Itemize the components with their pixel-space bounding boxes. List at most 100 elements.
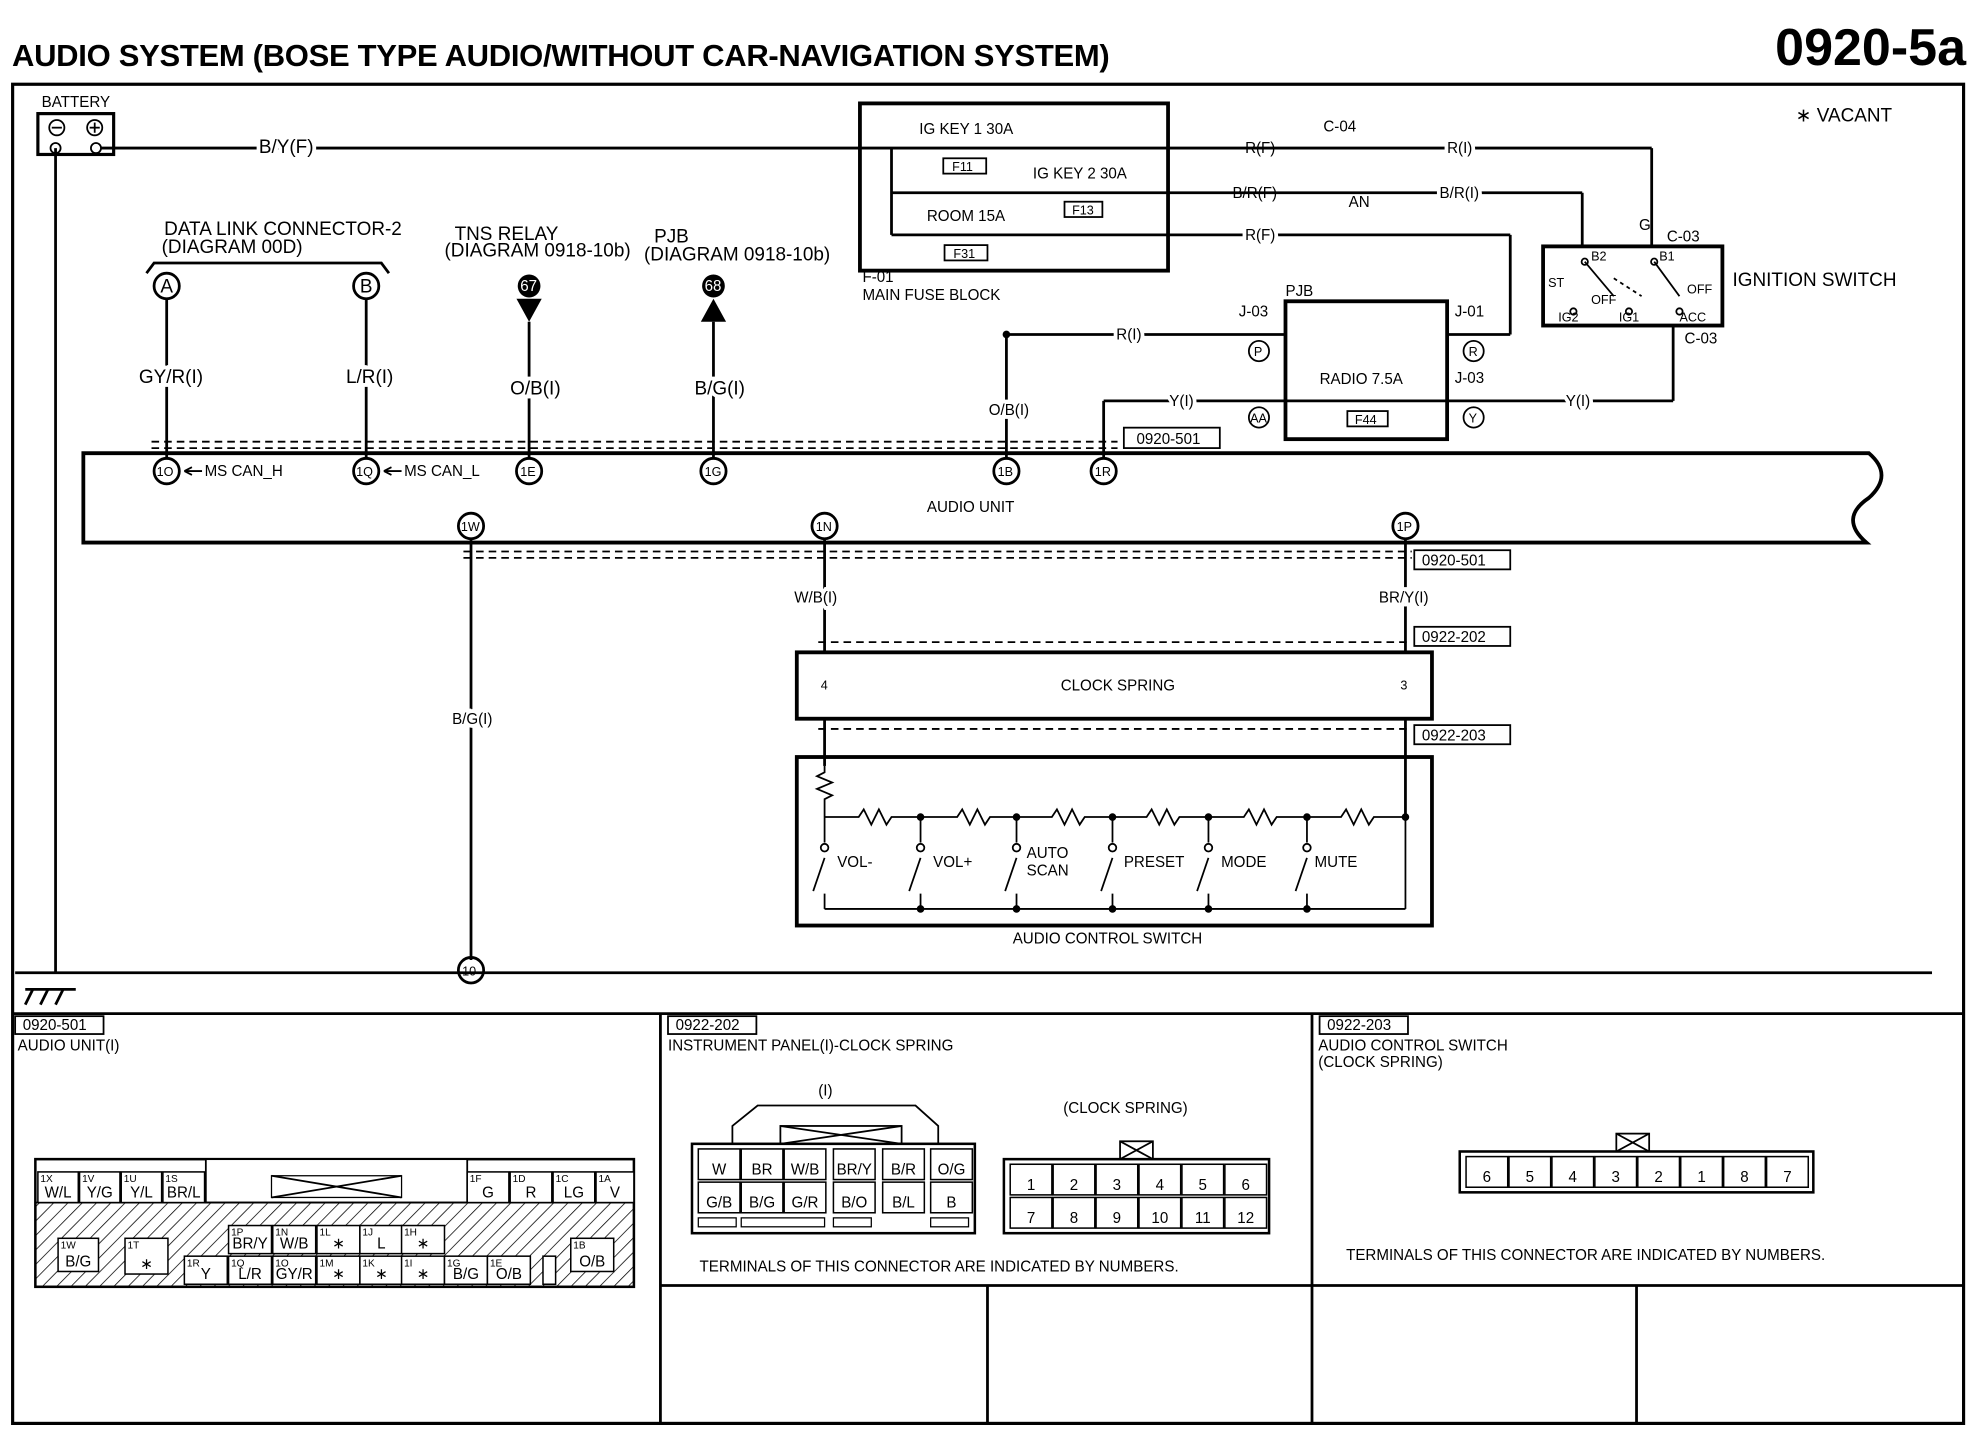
- ign-acc: ACC: [1679, 311, 1706, 325]
- svg-text:1R: 1R: [1095, 465, 1111, 479]
- fuse-f44: F44: [1355, 413, 1377, 427]
- pjb-pin-y: Y: [1469, 411, 1478, 425]
- btn-mute: MUTE: [1315, 854, 1358, 871]
- svg-text:2: 2: [1654, 1169, 1662, 1186]
- svg-text:4: 4: [1569, 1169, 1578, 1186]
- au-pin-1v: 1VY/G: [78, 1171, 121, 1204]
- svg-text:1: 1: [1027, 1177, 1035, 1194]
- ip-pin-bot-3: B/O: [832, 1181, 876, 1214]
- btn-vol-minus: VOL-: [837, 854, 872, 871]
- cs-term-3: 3: [1400, 678, 1407, 692]
- ip-pin-bot-1: B/G: [740, 1181, 784, 1214]
- dlc-sub: (DIAGRAM 00D): [162, 237, 303, 258]
- cs-pin-1: 1: [1009, 1163, 1053, 1196]
- tns-title: TNS RELAY: [455, 224, 559, 245]
- au-pin-1f: 1FG: [466, 1171, 510, 1204]
- svg-text:W: W: [712, 1161, 727, 1178]
- dlc-pin-a: A: [160, 276, 173, 297]
- svg-text:L/R: L/R: [238, 1266, 262, 1283]
- svg-text:G/R: G/R: [792, 1195, 819, 1212]
- audio-control-switch: [794, 755, 1434, 928]
- au-pin-1e: 1EO/B: [486, 1255, 532, 1286]
- panel2-note: TERMINALS OF THIS CONNECTOR ARE INDICATE…: [700, 1258, 1179, 1275]
- svg-text:R: R: [526, 1184, 537, 1201]
- svg-text:G: G: [482, 1184, 494, 1201]
- svg-text:∗: ∗: [375, 1266, 388, 1283]
- pjb-ref-num: 68: [705, 278, 722, 295]
- svg-text:B/G: B/G: [749, 1195, 775, 1212]
- svg-text:1W: 1W: [461, 520, 480, 534]
- pjb-pin-p: P: [1254, 345, 1262, 359]
- cs-pin-6: 6: [1224, 1163, 1268, 1196]
- au-pin-1b: 1BO/B: [570, 1237, 615, 1273]
- au-pin-1q: 1QL/R: [227, 1255, 273, 1286]
- panel2-sub-right: (CLOCK SPRING): [1063, 1100, 1187, 1117]
- ign-label: IGNITION SWITCH: [1733, 270, 1897, 291]
- svg-text:8: 8: [1070, 1210, 1078, 1227]
- ignition-switch: [1541, 244, 1725, 328]
- wire-b-g-pjb: B/G(I): [695, 378, 745, 399]
- svg-text:B/L: B/L: [892, 1195, 915, 1212]
- btn-scan: SCAN: [1027, 863, 1069, 880]
- svg-text:7: 7: [1027, 1210, 1035, 1227]
- au-pin-1x: 1XW/L: [37, 1171, 80, 1204]
- svg-text:3: 3: [1611, 1169, 1619, 1186]
- dlc-title: DATA LINK CONNECTOR-2: [164, 219, 402, 240]
- wire-o-b-pjb: O/B(I): [989, 402, 1029, 419]
- fuse-f11: F11: [952, 160, 973, 174]
- diagram-code: 0920-5a: [1775, 19, 1966, 77]
- ip-pin-top-3: BR/Y: [832, 1148, 876, 1181]
- battery-label: BATTERY: [42, 94, 110, 111]
- ms-can-h: MS CAN_H: [205, 463, 283, 480]
- svg-text:5: 5: [1526, 1169, 1534, 1186]
- svg-text:1G: 1G: [705, 465, 722, 479]
- panel1-ref: 0920-501: [23, 1017, 87, 1034]
- pjb-j03-right: J-03: [1455, 370, 1484, 387]
- fuse-f31: F31: [953, 247, 975, 261]
- wire-o-b-tns: O/B(I): [510, 378, 560, 399]
- ign-off-2: OFF: [1687, 283, 1712, 297]
- svg-text:B/G: B/G: [453, 1266, 479, 1283]
- svg-text:O/B: O/B: [579, 1253, 605, 1270]
- audio-unit: [81, 451, 1884, 545]
- svg-text:1L: 1L: [319, 1228, 331, 1239]
- svg-text:1B: 1B: [998, 465, 1013, 479]
- au-pin-1r: 1RY: [183, 1255, 229, 1286]
- ip-pin-top-4: B/R: [881, 1148, 926, 1181]
- svg-text:1P: 1P: [231, 1228, 244, 1239]
- panel3-note: TERMINALS OF THIS CONNECTOR ARE INDICATE…: [1346, 1247, 1825, 1264]
- svg-text:B/R: B/R: [891, 1161, 916, 1178]
- ign-st: ST: [1548, 276, 1564, 290]
- au-pin-1h: 1H∗: [400, 1224, 446, 1255]
- svg-text:1H: 1H: [404, 1228, 417, 1239]
- svg-text:G/B: G/B: [706, 1195, 732, 1212]
- ip-pin-bot-2: G/R: [783, 1181, 827, 1214]
- pjb-j03-left: J-03: [1239, 304, 1268, 321]
- au-pin-1u: 1UY/L: [120, 1171, 163, 1204]
- svg-text:BR/Y: BR/Y: [837, 1161, 872, 1178]
- svg-text:1W: 1W: [61, 1240, 77, 1251]
- btn-auto: AUTO: [1027, 845, 1069, 862]
- ip-pin-bot-4: B/L: [881, 1181, 926, 1214]
- ign-ig1: IG1: [1619, 311, 1639, 325]
- svg-text:3: 3: [1113, 1177, 1121, 1194]
- pjb-ref-sub: (DIAGRAM 0918-10b): [644, 244, 830, 265]
- svg-text:5: 5: [1199, 1177, 1207, 1194]
- tns-ref: 67: [520, 278, 537, 295]
- ground-ref: 10: [462, 964, 476, 978]
- ref-0920-501-mid: 0920-501: [1422, 552, 1486, 569]
- svg-text:∗: ∗: [140, 1256, 153, 1273]
- audio-unit-label: AUDIO UNIT: [927, 499, 1014, 516]
- tns-sub: (DIAGRAM 0918-10b): [444, 241, 630, 262]
- svg-text:BR/L: BR/L: [167, 1184, 201, 1201]
- au-pin-1j: 1JL: [359, 1224, 404, 1255]
- wire-br-y-lower: BR/Y(I): [1379, 589, 1429, 606]
- audio-switch-label: AUDIO CONTROL SWITCH: [1013, 930, 1202, 947]
- svg-text:6: 6: [1483, 1169, 1491, 1186]
- ign-b1: B1: [1659, 249, 1674, 263]
- ref-0922-203: 0922-203: [1422, 727, 1486, 744]
- au-pin-1i: 1I∗: [400, 1255, 446, 1286]
- svg-text:1O: 1O: [157, 465, 174, 479]
